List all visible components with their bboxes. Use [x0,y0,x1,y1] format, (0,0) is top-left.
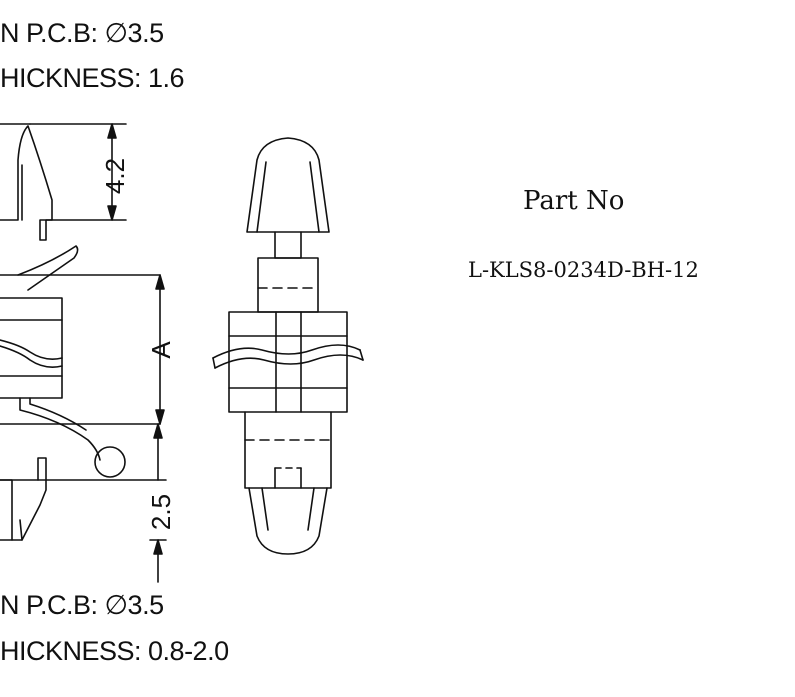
top-pcb-thickness-note: HICKNESS: 1.6 [0,63,185,93]
dimension-middle-label: A [146,341,176,359]
dimension-middle [155,274,165,425]
dimension-upper [107,123,117,221]
top-pcb-hole-note: N P.C.B: ∅3.5 [0,18,164,48]
side-view [0,123,167,541]
dimension-lower [149,423,167,583]
part-number: L-KLS8-0234D-BH-12 [468,258,699,282]
dimension-upper-label: 4.2 [100,158,130,194]
bottom-pcb-thickness-note: HICKNESS: 0.8-2.0 [0,636,229,666]
part-no-heading: Part No [523,186,625,216]
dimension-lower-label: 2.5 [146,494,176,530]
front-view [212,137,364,555]
bottom-pcb-hole-note: N P.C.B: ∅3.5 [0,590,164,620]
